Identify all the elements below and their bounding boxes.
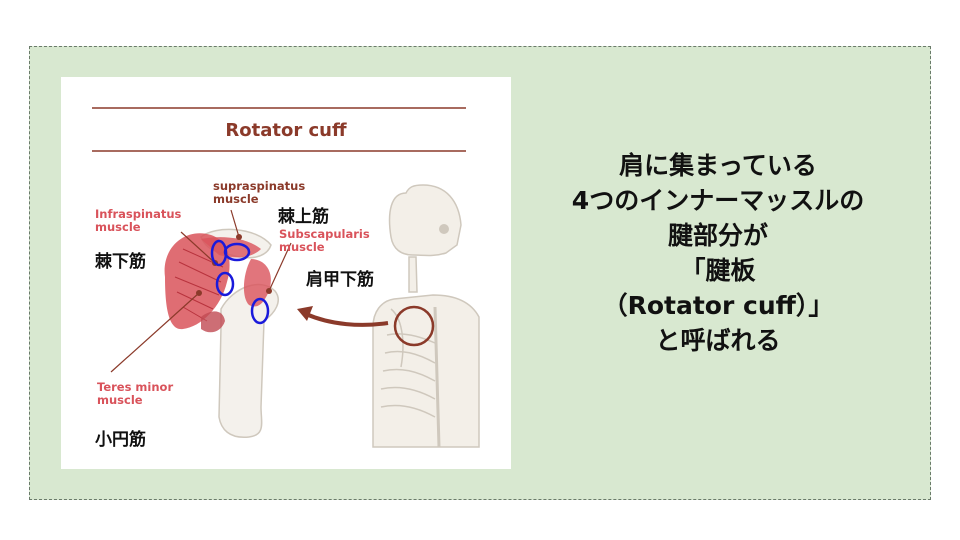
jp-label-supraspinatus: 棘上筋 xyxy=(278,207,329,227)
label-line: muscle xyxy=(213,192,259,206)
label-line: muscle xyxy=(279,240,325,254)
label-supraspinatus: supraspinatus muscle xyxy=(213,180,305,206)
jp-label-subscapularis: 肩甲下筋 xyxy=(306,270,374,290)
label-infraspinatus: Infraspinatus muscle xyxy=(95,208,181,234)
caption-text: 肩に集まっている 4つのインナーマッスルの 腱部分が 「腱板 （Rotator … xyxy=(533,148,903,358)
label-line: Subscapularis xyxy=(279,227,370,241)
jp-label-teres-minor: 小円筋 xyxy=(95,430,146,450)
label-line: supraspinatus xyxy=(213,179,306,193)
label-teres-minor: Teres minor muscle xyxy=(97,381,173,407)
label-line: muscle xyxy=(97,393,143,407)
caption-line: 肩に集まっている xyxy=(619,151,817,180)
skeleton-icon xyxy=(372,184,480,448)
jp-label-infraspinatus: 棘下筋 xyxy=(95,252,146,272)
leader-lines xyxy=(110,209,292,373)
label-line: muscle xyxy=(95,220,141,234)
arrow-head-icon xyxy=(297,306,313,321)
label-line: Teres minor xyxy=(97,380,174,394)
arrow-icon xyxy=(305,312,389,327)
shoulder-highlight-circle xyxy=(393,305,435,347)
label-subscapularis: Subscapularis muscle xyxy=(279,228,370,254)
label-line: Infraspinatus xyxy=(95,207,182,221)
caption-line: 「腱板 xyxy=(680,256,756,285)
figure-title: Rotator cuff xyxy=(225,120,347,141)
rotator-cuff-figure: Rotator cuff supraspinatus muscle Infras… xyxy=(61,77,511,469)
rotator-cuff-illustration xyxy=(92,107,480,448)
caption-line: と呼ばれる xyxy=(655,326,781,355)
blue-highlight-marks xyxy=(210,239,270,325)
caption-line: （Rotator cuff）」 xyxy=(602,291,834,320)
caption-line: 腱部分が xyxy=(667,221,768,250)
caption-line: 4つのインナーマッスルの xyxy=(571,186,865,215)
